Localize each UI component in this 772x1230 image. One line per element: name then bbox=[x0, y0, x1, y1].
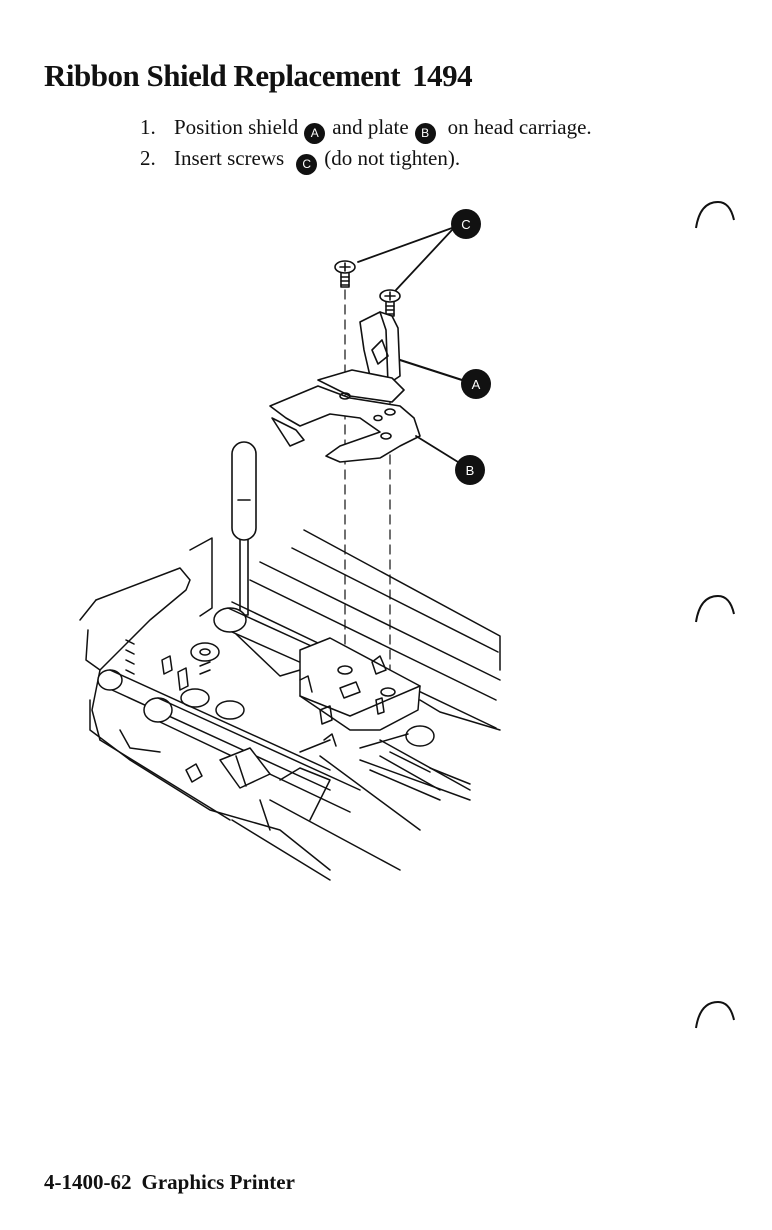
callout-badge-c: C bbox=[296, 154, 317, 175]
ribbon-shield-illustration: C A B bbox=[0, 200, 640, 890]
printer-mechanism bbox=[80, 530, 500, 880]
screw-right bbox=[380, 290, 400, 316]
carriage-plate-part bbox=[270, 370, 420, 462]
binder-tab-mark bbox=[690, 996, 740, 1032]
footer-title: Graphics Printer bbox=[142, 1170, 295, 1194]
title-text: Ribbon Shield Replacement bbox=[44, 58, 400, 93]
step-2: 2.Insert screws C (do not tighten). bbox=[140, 144, 592, 175]
title-number: 1494 bbox=[412, 58, 472, 93]
step-text: on head carriage. bbox=[448, 115, 592, 139]
callout-b-badge: B bbox=[455, 455, 485, 485]
page-number: 4-1400-62 bbox=[44, 1170, 132, 1194]
binder-tab-mark bbox=[690, 196, 740, 232]
binder-tab-mark bbox=[690, 590, 740, 626]
callout-badge-b: B bbox=[415, 123, 436, 144]
step-text: (do not tighten). bbox=[324, 146, 460, 170]
page-footer: 4-1400-62 Graphics Printer bbox=[44, 1170, 295, 1195]
screw-left bbox=[335, 261, 355, 287]
step-text: Insert screws bbox=[174, 146, 284, 170]
callout-label: A bbox=[472, 377, 481, 392]
step-number: 1. bbox=[140, 113, 174, 141]
page-title: Ribbon Shield Replacement 1494 bbox=[44, 58, 472, 94]
screwdriver bbox=[232, 442, 256, 615]
step-text: and plate bbox=[332, 115, 408, 139]
callout-c-badge: C bbox=[451, 209, 481, 239]
callout-badge-a: A bbox=[304, 123, 325, 144]
callout-label: B bbox=[466, 463, 475, 478]
callout-a-badge: A bbox=[461, 369, 491, 399]
step-number: 2. bbox=[140, 144, 174, 172]
callout-label: C bbox=[461, 217, 470, 232]
step-text: Position shield bbox=[174, 115, 298, 139]
